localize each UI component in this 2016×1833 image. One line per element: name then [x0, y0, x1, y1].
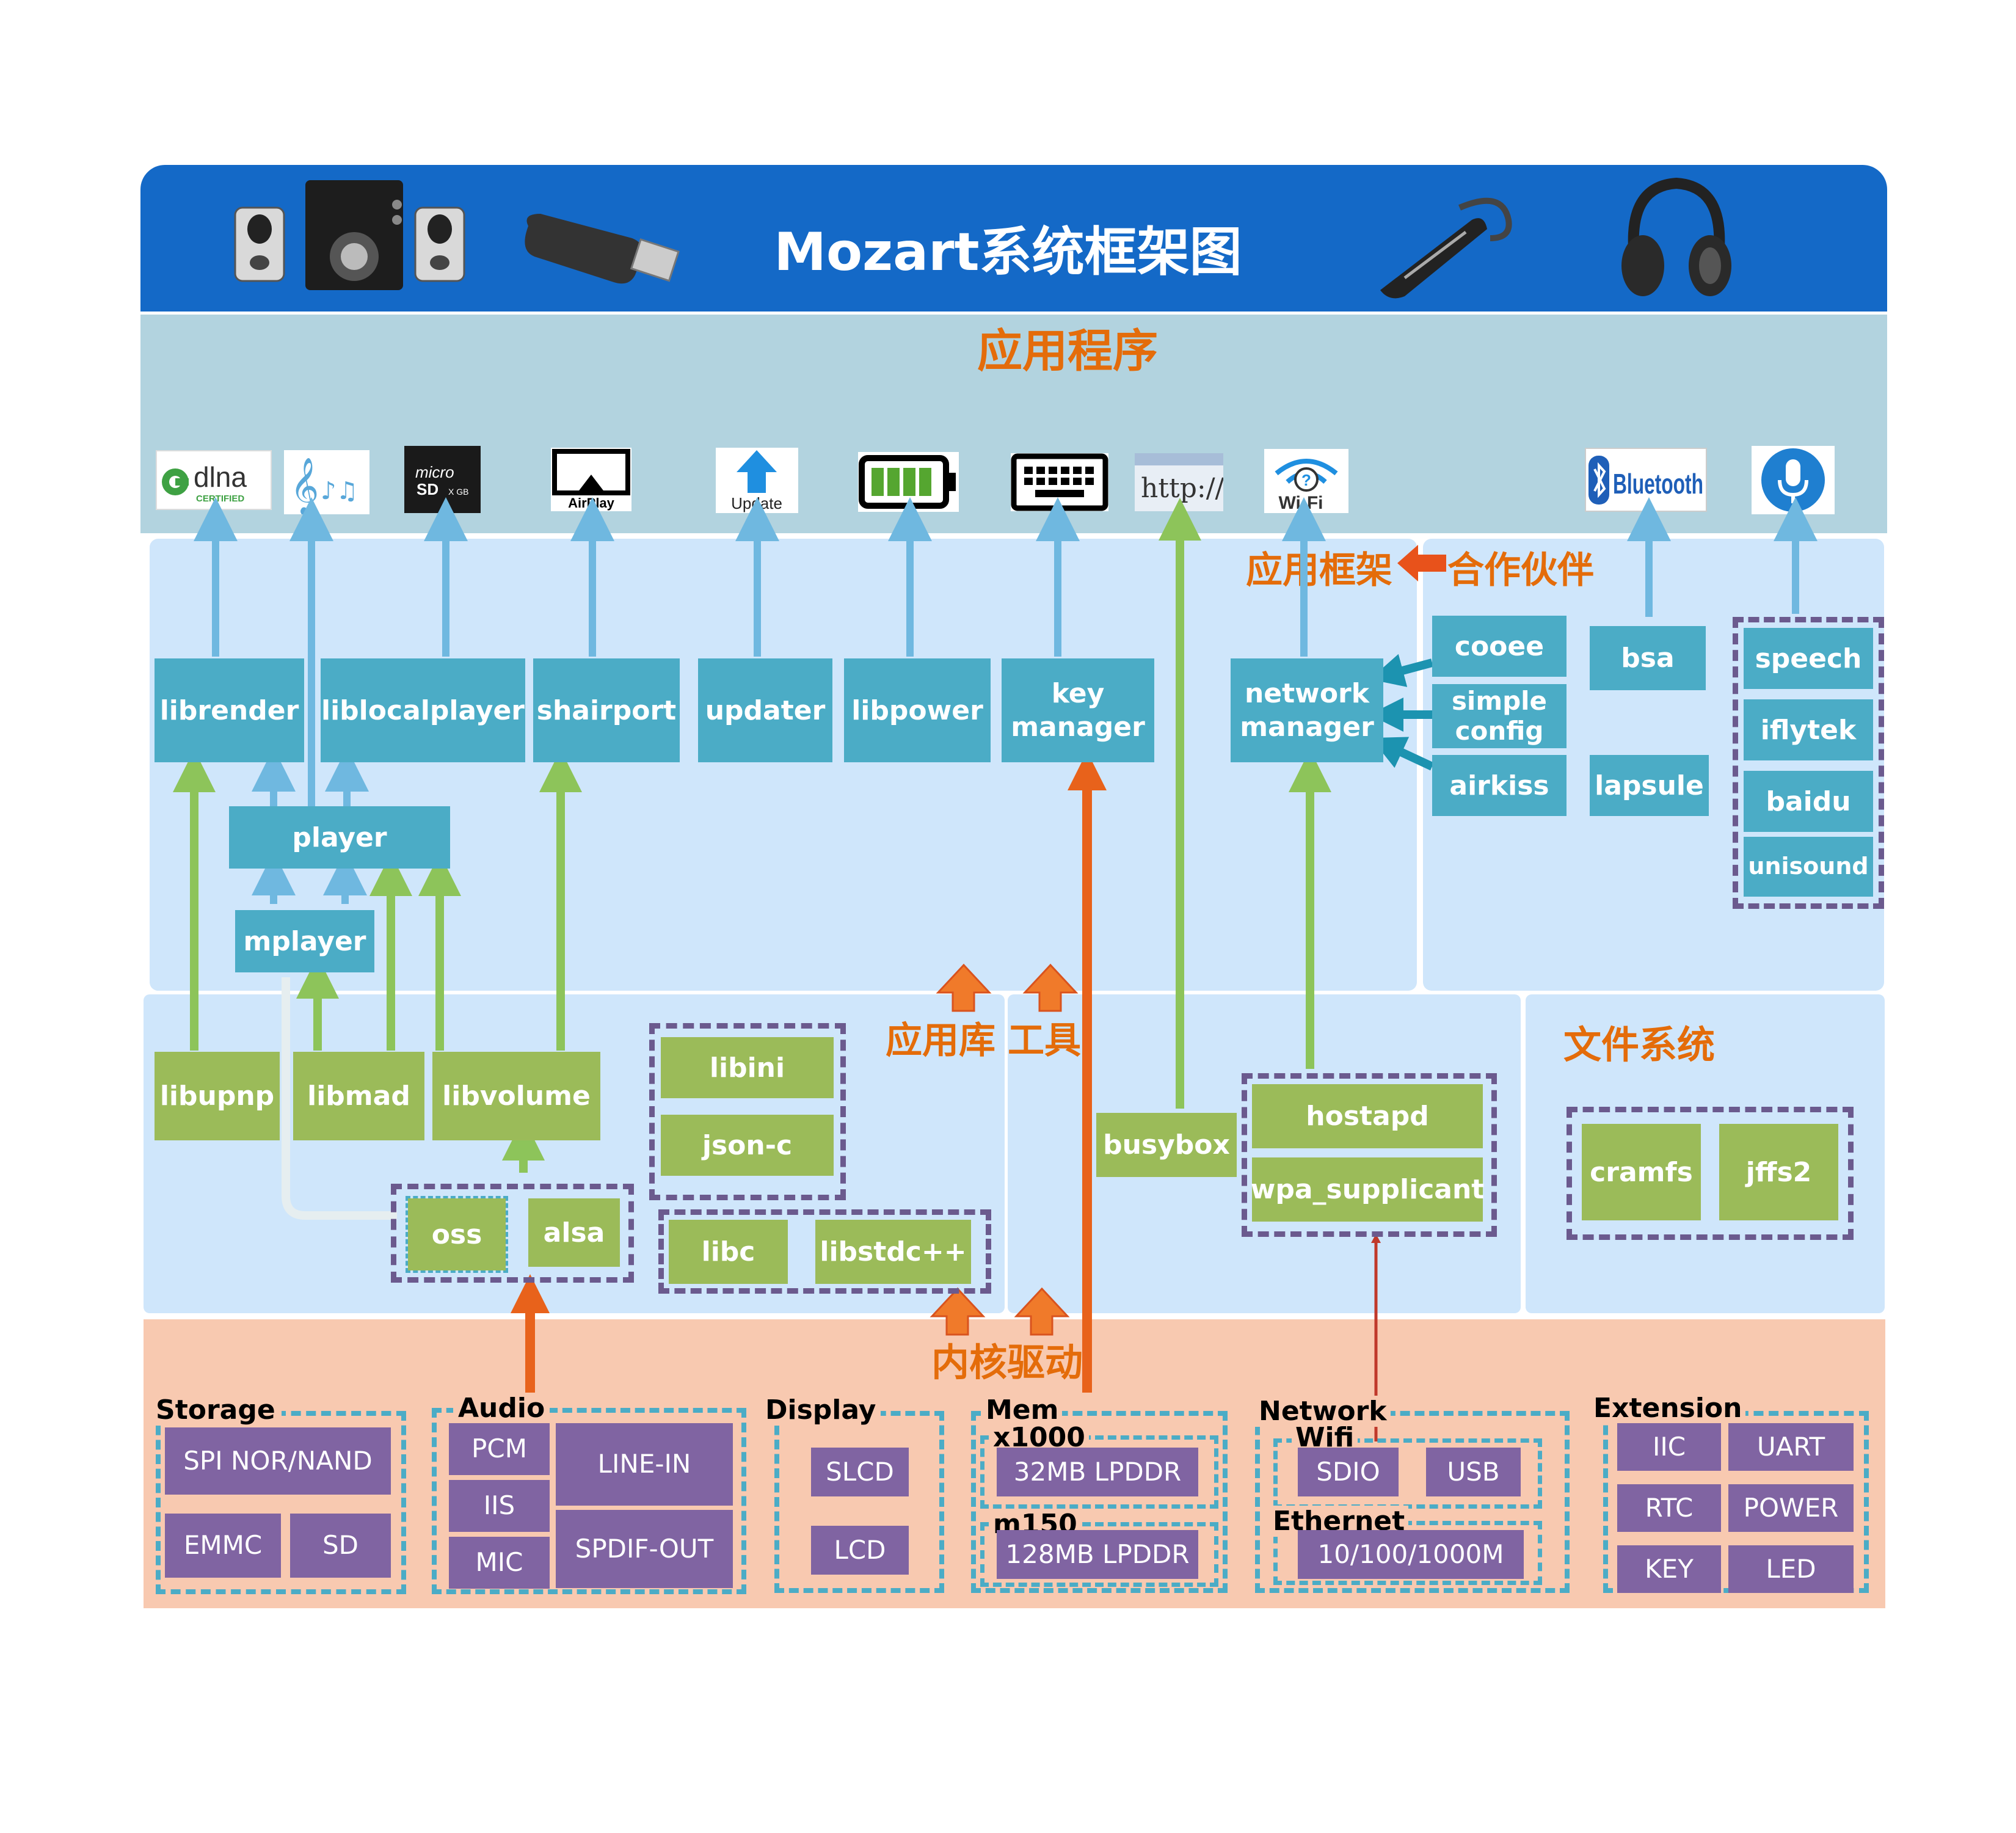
lcd-box[interactable]: LCD	[811, 1526, 909, 1575]
x1000-subgroup	[980, 1435, 1218, 1509]
cramfs-box[interactable]: cramfs	[1582, 1124, 1701, 1220]
ethernet-speed-box[interactable]: 10/100/1000M	[1298, 1530, 1524, 1579]
oss-box[interactable]: oss	[406, 1196, 508, 1273]
jffs2-box[interactable]: jffs2	[1719, 1124, 1838, 1220]
iis-box[interactable]: IIS	[449, 1480, 550, 1532]
power-box[interactable]: POWER	[1728, 1484, 1854, 1532]
storage-title: Storage	[156, 1394, 282, 1426]
lapsule-box[interactable]: lapsule	[1590, 755, 1709, 816]
audio-group	[432, 1408, 746, 1594]
airkiss-box[interactable]: airkiss	[1432, 755, 1567, 816]
voice-partners-group	[1733, 617, 1884, 909]
display-title: Display	[760, 1394, 881, 1426]
battery-icon	[858, 452, 959, 512]
svg-text:?: ?	[1301, 471, 1311, 489]
iic-box[interactable]: IIC	[1617, 1423, 1721, 1471]
hostapd-box[interactable]: hostapd	[1252, 1084, 1483, 1148]
key-box[interactable]: KEY	[1617, 1545, 1721, 1593]
player-box[interactable]: player	[229, 806, 450, 869]
busybox-box[interactable]: busybox	[1096, 1113, 1237, 1177]
c-libs-group	[658, 1209, 991, 1294]
library-layer-label: 应用库	[886, 1019, 995, 1062]
libini-box[interactable]: libini	[661, 1037, 834, 1098]
libpower-box[interactable]: libpower	[844, 658, 991, 762]
application-layer-label: 应用程序	[977, 325, 1158, 377]
speaker-system-icon	[232, 177, 476, 293]
bsa-box[interactable]: bsa	[1590, 626, 1706, 690]
librender-box[interactable]: librender	[155, 658, 304, 762]
sd-box[interactable]: SD	[290, 1514, 391, 1578]
speech-box[interactable]: speech	[1744, 628, 1873, 689]
network-title: Network	[1255, 1396, 1391, 1427]
wifi-icon: ? Wi-Fi	[1264, 449, 1348, 513]
shairport-box[interactable]: shairport	[533, 658, 680, 762]
libstdc-box[interactable]: libstdc++	[815, 1220, 971, 1284]
libupnp-box[interactable]: libupnp	[155, 1052, 280, 1140]
libvolume-box[interactable]: libvolume	[432, 1052, 600, 1140]
simple-config-box[interactable]: simple config	[1432, 684, 1567, 748]
usb-dongle-icon	[516, 195, 687, 293]
liblocalplayer-box[interactable]: liblocalplayer	[321, 658, 525, 762]
slcd-box[interactable]: SLCD	[811, 1448, 909, 1496]
network-manager-box[interactable]: network manager	[1231, 658, 1383, 762]
usb-box[interactable]: USB	[1426, 1448, 1521, 1496]
sdio-box[interactable]: SDIO	[1298, 1448, 1399, 1496]
led-box[interactable]: LED	[1728, 1545, 1854, 1593]
128mb-lpddr-box[interactable]: 128MB LPDDR	[997, 1530, 1198, 1579]
libmad-box[interactable]: libmad	[293, 1052, 424, 1140]
alsa-box[interactable]: alsa	[528, 1198, 620, 1267]
m150-subgroup	[980, 1522, 1218, 1587]
network-group	[1255, 1411, 1570, 1593]
iflytek-box[interactable]: iflytek	[1744, 699, 1873, 760]
page-title: Mozart系统框架图	[774, 222, 1242, 283]
filesystem-group	[1567, 1107, 1854, 1240]
svg-text:X GB: X GB	[448, 487, 468, 497]
mem-group	[971, 1411, 1228, 1593]
headphones-icon	[1618, 174, 1734, 302]
svg-text:SD: SD	[417, 480, 438, 498]
filesystem-layer-label: 文件系统	[1563, 1022, 1716, 1067]
partner-layer-label: 合作伙伴	[1447, 549, 1594, 592]
bluetooth-headset-icon	[1368, 183, 1515, 299]
extension-title: Extension	[1590, 1393, 1746, 1424]
json-c-box[interactable]: json-c	[661, 1115, 834, 1176]
rtc-box[interactable]: RTC	[1617, 1484, 1721, 1532]
mem-title: Mem	[982, 1394, 1063, 1426]
audio-driver-group	[391, 1184, 634, 1283]
kernel-layer-label: 内核驱动	[931, 1340, 1083, 1385]
baidu-box[interactable]: baidu	[1744, 771, 1873, 832]
wpa-supplicant-box[interactable]: wpa_supplicant	[1251, 1157, 1484, 1222]
uart-box[interactable]: UART	[1728, 1423, 1854, 1471]
cooee-box[interactable]: cooee	[1432, 616, 1567, 677]
libc-box[interactable]: libc	[669, 1220, 788, 1284]
tools-layer	[1008, 994, 1521, 1313]
updater-box[interactable]: updater	[698, 658, 832, 762]
micro-sd-card-icon: micro SD X GB	[404, 446, 481, 513]
spi-nor-nand-box[interactable]: SPI NOR/NAND	[165, 1427, 391, 1495]
framework-layer-label: 应用框架	[1246, 549, 1392, 592]
svg-text:dlna: dlna	[194, 461, 247, 493]
key-manager-box[interactable]: key manager	[1002, 658, 1154, 762]
partner-to-framework-arrow-icon	[1397, 544, 1446, 583]
tools-layer-label: 工具	[1008, 1019, 1081, 1062]
pcm-box[interactable]: PCM	[449, 1423, 550, 1475]
svg-text:micro: micro	[415, 463, 454, 481]
emmc-box[interactable]: EMMC	[165, 1514, 281, 1578]
32mb-lpddr-box[interactable]: 32MB LPDDR	[997, 1448, 1198, 1496]
line-in-box[interactable]: LINE-IN	[556, 1423, 733, 1506]
mplayer-box[interactable]: mplayer	[235, 910, 374, 972]
mic-box[interactable]: MIC	[449, 1537, 550, 1589]
spdif-out-box[interactable]: SPDIF-OUT	[556, 1510, 733, 1588]
svg-text:Bluetooth: Bluetooth	[1613, 468, 1703, 500]
wifi-tools-group	[1242, 1073, 1497, 1237]
utility-libs-group	[649, 1023, 846, 1200]
audio-title: Audio	[453, 1393, 550, 1424]
unisound-box[interactable]: unisound	[1744, 837, 1873, 897]
